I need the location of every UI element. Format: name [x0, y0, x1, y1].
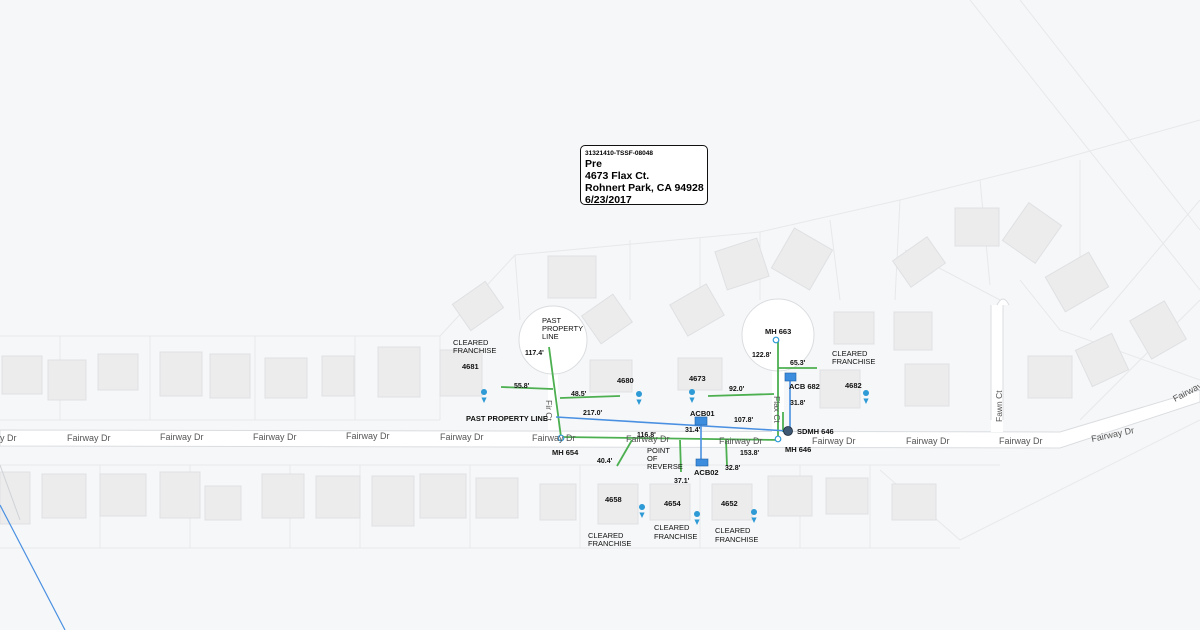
location-pin-icon — [636, 391, 643, 405]
note-text: FRANCHISE — [654, 532, 697, 541]
structure-labels: MH 663 MH 654 MH 646 SDMH 646 ACB 682 AC… — [552, 327, 834, 477]
note-text: FRANCHISE — [453, 346, 496, 355]
field-notes: PAST PROPERTY LINE PAST PROPERTY LINE CL… — [453, 316, 875, 548]
street-label: Fairway Dr — [999, 436, 1043, 446]
street-address: 4673 Flax Ct. — [585, 170, 650, 182]
storm-drain-lines[interactable] — [555, 378, 791, 463]
measurement-label: 37.1' — [674, 478, 690, 485]
note-text: OF — [647, 454, 658, 463]
parcel-number: 4652 — [721, 499, 738, 508]
street-label: Fairway Dr — [906, 436, 950, 446]
offsite-boundary-line — [0, 464, 21, 521]
acb682-structure — [784, 372, 797, 382]
note-text: FRANCHISE — [588, 539, 631, 548]
parcel-number: 4680 — [617, 376, 634, 385]
measurement-label: 31.4' — [685, 427, 701, 434]
note-text: PROPERTY — [542, 324, 583, 333]
inspected-sewer-lines[interactable] — [500, 342, 817, 473]
location-pin-icon — [863, 390, 870, 404]
structure-label: ACB02 — [694, 468, 719, 477]
measurement-label: 65.3' — [790, 360, 806, 367]
street-label: Fairway Dr — [626, 434, 670, 444]
parcel-number: 4658 — [605, 495, 622, 504]
structure-label: MH 663 — [765, 327, 791, 336]
note-text: CLEARED — [832, 349, 868, 358]
offsite-storm-line[interactable] — [0, 504, 66, 630]
measurement-label: 55.8' — [514, 383, 530, 390]
location-pin-icon — [639, 504, 646, 518]
structure-label: ACB01 — [690, 409, 715, 418]
structure-label: MH 646 — [785, 445, 811, 454]
buildings — [0, 201, 1188, 527]
note-text: LINE — [542, 332, 559, 341]
measurement-label: 92.0' — [729, 386, 745, 393]
job-info-callout: 31321410-TSSF-08048 Pre 4673 Flax Ct. Ro… — [580, 145, 708, 206]
street-label: Fairway Dr — [440, 432, 484, 442]
measurement-label: 217.0' — [583, 410, 603, 417]
street-label: Fir Ct — [544, 400, 554, 421]
sdmh646-structure — [783, 426, 793, 436]
location-pin-icon — [481, 389, 488, 403]
street-label: Fairway Dr — [532, 433, 576, 443]
inspection-date: 6/23/2017 — [585, 194, 632, 206]
mh663-structure — [772, 336, 780, 344]
structure-label: SDMH 646 — [797, 427, 834, 436]
parcel-numbers: 4681 4680 4673 4682 4658 4654 4652 — [462, 362, 862, 508]
note-text: FRANCHISE — [832, 357, 875, 366]
note-text: PAST — [542, 316, 561, 325]
location-pin-icon — [694, 511, 701, 525]
street-label: Fairway Dr — [812, 436, 856, 446]
note-text: CLEARED — [588, 531, 624, 540]
note-text: CLEARED — [715, 526, 751, 535]
structures[interactable] — [557, 336, 797, 467]
mh646-structure — [774, 435, 782, 443]
street-label: y Dr — [0, 433, 17, 443]
measurement-label: 31.8' — [790, 400, 806, 407]
parcel-number: 4681 — [462, 362, 479, 371]
measurement-label: 116.8' — [637, 432, 656, 439]
acb01-structure — [694, 416, 708, 426]
note-text: CLEARED — [453, 338, 489, 347]
note-text: FRANCHISE — [715, 535, 758, 544]
mh654-structure — [557, 434, 565, 442]
structure-label: MH 654 — [552, 448, 579, 457]
street-label: Fairway Dr — [346, 431, 390, 441]
measurement-label: 153.8' — [740, 450, 760, 457]
measurement-label: 122.8' — [752, 352, 772, 359]
acb02-structure — [695, 458, 709, 467]
street-label: Flax Ct — [772, 396, 782, 424]
note-text: POINT — [647, 446, 670, 455]
structure-label: ACB 682 — [789, 382, 820, 391]
street-label: Fairway Dr — [253, 432, 297, 442]
parcel-number: 4673 — [689, 374, 706, 383]
street-label: Fairway Dr — [719, 436, 763, 446]
measurement-labels: 117.4' 55.8' 48.5' 217.0' 116.8' 40.4' 3… — [514, 350, 806, 485]
measurement-label: 117.4' — [525, 350, 544, 357]
note-text: REVERSE — [647, 462, 683, 471]
inspection-stage: Pre — [585, 158, 602, 170]
note-text: CLEARED — [654, 523, 690, 532]
parcel-number: 4682 — [845, 381, 862, 390]
street-label: Fawn Ct — [994, 390, 1004, 422]
location-markers[interactable] — [481, 389, 870, 525]
parcel-number: 4654 — [664, 499, 682, 508]
measurement-label: 40.4' — [597, 458, 613, 465]
city-line: Rohnert Park, CA 94928 — [585, 182, 704, 194]
street-label: Fairway Dr — [160, 432, 204, 442]
parcel-boundaries — [0, 0, 1200, 549]
location-pin-icon — [751, 509, 758, 523]
measurement-label: 107.8' — [734, 417, 754, 424]
street-label: Fairway Dr — [67, 433, 111, 443]
measurement-label: 48.5' — [571, 391, 587, 398]
location-pin-icon — [689, 389, 696, 403]
measurement-label: 32.8' — [725, 465, 741, 472]
record-id: 31321410-TSSF-08048 — [585, 150, 653, 157]
note-text: PAST PROPERTY LINE — [466, 414, 548, 423]
